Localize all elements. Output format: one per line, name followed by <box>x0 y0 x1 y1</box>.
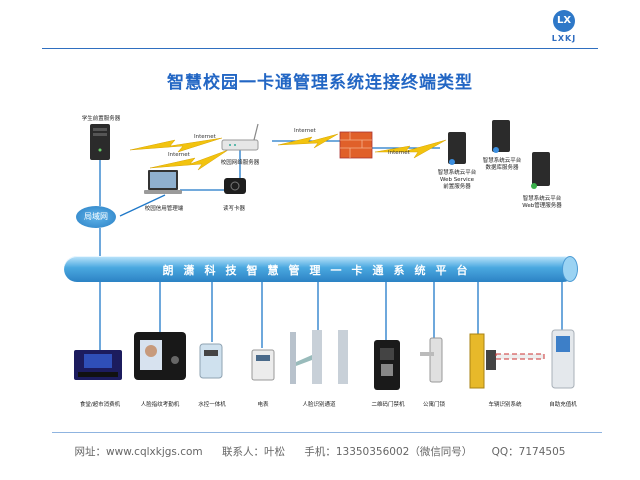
page-title: 智慧校园一卡通管理系统连接终端类型 <box>167 73 473 93</box>
footer-contact: 联系人：叶松 <box>221 446 285 458</box>
footer-divider <box>52 432 602 433</box>
lightning-icon <box>374 139 447 159</box>
terminal-label: 公寓门锁 <box>422 402 445 408</box>
lightning-icons <box>129 133 447 171</box>
lightning-icon <box>129 137 223 153</box>
front-server-label: 学生前置服务器 <box>81 116 121 122</box>
terminal-label: 车辆识别系统 <box>488 402 522 408</box>
front-server-icon <box>90 124 110 160</box>
cloud-front-label: 智慧系统云平台 Web Service 前置服务器 <box>437 170 477 190</box>
platform-bar-cap <box>562 256 578 282</box>
cloud-db-label: 智慧系统云平台 数据库服务器 <box>482 158 522 171</box>
footer: 网址：www.cqlxkjgs.com 联系人：叶松 手机：1335035600… <box>0 444 640 459</box>
footer-phone: 手机：13350356002（微信同号） <box>304 446 473 458</box>
terminal-label: 人脸识别通道 <box>302 402 336 408</box>
logo-text: LXKJ <box>551 34 577 43</box>
lan-node: 局域网 <box>76 206 116 228</box>
face-gate-icon <box>290 330 348 384</box>
qr-access-icon <box>374 340 400 390</box>
firewall-icon <box>339 131 373 159</box>
water-controller-icon <box>199 343 223 379</box>
internet-label: Internet <box>168 152 190 158</box>
vehicle-barrier-icon <box>469 333 545 389</box>
client-label: 校园信用管理端 <box>144 206 184 212</box>
cloud-web-label: 智慧系统云平台 Web管理服务器 <box>522 196 562 209</box>
internet-label: Internet <box>388 150 410 156</box>
terminal-label: 自助充值机 <box>549 402 577 408</box>
cloud-front-server-icon <box>448 132 466 165</box>
terminal-label: 食堂/超市消费机 <box>79 402 121 408</box>
cloud-db-server-icon <box>492 120 510 153</box>
platform-bar <box>64 256 576 282</box>
lightning-icon <box>277 133 339 149</box>
header-divider <box>42 48 598 49</box>
pos-terminal-icon <box>74 350 122 380</box>
terminal-label: 电表 <box>257 402 269 408</box>
footer-website: 网址：www.cqlxkjgs.com <box>74 446 203 458</box>
laptop-icon <box>144 170 182 194</box>
terminal-label: 水控一体机 <box>198 402 226 408</box>
internet-label: Internet <box>194 134 216 140</box>
face-attendance-icon <box>134 332 186 380</box>
terminal-label: 人脸指纹考勤机 <box>140 402 180 408</box>
terminal-lines <box>99 282 563 350</box>
company-logo: LX LXKJ <box>540 10 588 43</box>
reader-label: 读写卡器 <box>222 206 245 212</box>
card-reader-icon <box>224 178 246 194</box>
door-lock-icon <box>420 337 443 383</box>
internet-label: Internet <box>294 128 316 134</box>
router-icon <box>221 123 259 151</box>
cloud-web-server-icon <box>531 152 550 189</box>
logo-mark: LX <box>553 10 575 32</box>
platform-label: 朗潇科技智慧管理一卡通系统平台 <box>162 264 478 277</box>
electric-meter-icon <box>251 349 275 381</box>
terminal-label: 二维码门禁机 <box>371 402 405 408</box>
connection-lines <box>99 140 440 256</box>
footer-qq: QQ：7174505 <box>491 446 566 458</box>
gateway-server-label: 校园网络服务器 <box>220 160 260 166</box>
self-service-kiosk-icon <box>551 329 575 389</box>
